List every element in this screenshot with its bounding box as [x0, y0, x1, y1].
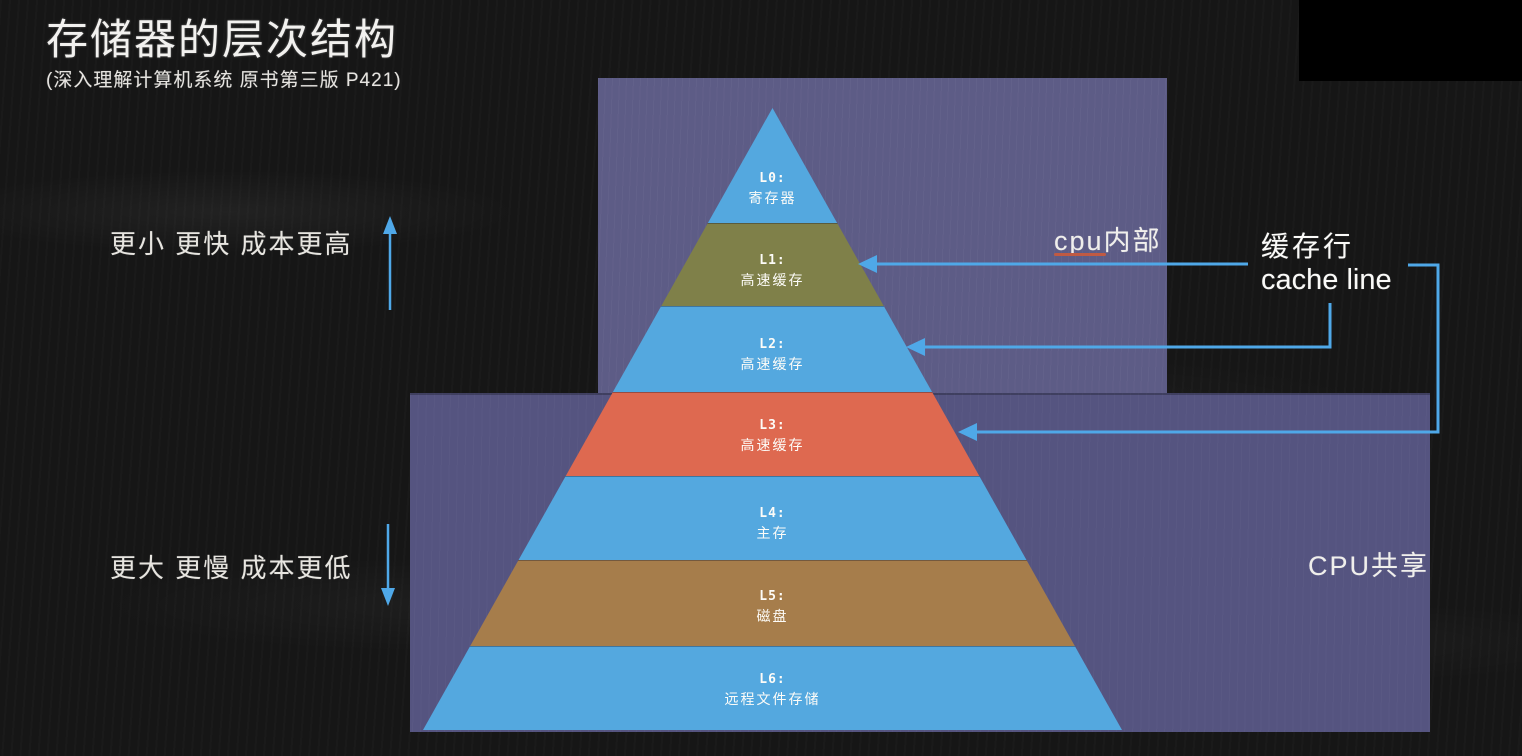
arrow-down-icon — [381, 524, 395, 606]
annotation-cache-line: 缓存行 cache line — [1261, 231, 1392, 298]
level-id: L1: — [759, 253, 786, 268]
level-id: L2: — [759, 337, 786, 352]
black-overlay-rect — [1299, 0, 1522, 81]
level-label: L3: 高速缓存 — [741, 417, 805, 455]
level-label: L1: 高速缓存 — [741, 252, 805, 290]
level-name: 磁盘 — [756, 608, 789, 624]
pyramid-level-l6: L6: 远程文件存储 — [423, 646, 1122, 730]
level-label: L2: 高速缓存 — [741, 336, 805, 374]
level-label: L4: 主存 — [757, 505, 789, 543]
level-id: L3: — [759, 418, 786, 433]
page-subtitle: (深入理解计算机系统 原书第三版 P421) — [46, 70, 402, 91]
cpu-internal-zh: 内部 — [1103, 226, 1162, 256]
level-name: 高速缓存 — [740, 272, 805, 288]
annotation-cpu-internal: cpu内部 — [1054, 219, 1162, 258]
level-label: L5: 磁盘 — [757, 588, 789, 626]
level-name: 高速缓存 — [740, 356, 805, 372]
level-id: L5: — [759, 589, 786, 604]
level-name: 高速缓存 — [740, 437, 805, 453]
level-id: L0: — [759, 171, 786, 186]
level-name: 远程文件存储 — [724, 691, 821, 707]
cache-line-label-en: cache line — [1261, 264, 1392, 296]
level-label: L6: 远程文件存储 — [725, 671, 821, 709]
cpu-internal-latin: cpu — [1054, 226, 1104, 256]
cache-line-label-zh: 缓存行 — [1261, 231, 1355, 262]
level-id: L6: — [759, 672, 786, 687]
level-name: 寄存器 — [748, 190, 797, 206]
annotation-smaller-faster: 更小 更快 成本更高 — [110, 229, 353, 259]
level-id: L4: — [759, 506, 786, 521]
pyramid-level-l5: L5: 磁盘 — [423, 560, 1122, 646]
annotation-bigger-slower: 更大 更慢 成本更低 — [110, 553, 353, 583]
level-label: L0: 寄存器 — [749, 170, 797, 208]
arrow-up-icon — [383, 216, 397, 310]
title-block: 存储器的层次结构 (深入理解计算机系统 原书第三版 P421) — [46, 14, 402, 94]
annotation-cpu-shared: CPU共享 — [1308, 551, 1430, 581]
page-title: 存储器的层次结构 — [46, 16, 399, 63]
level-name: 主存 — [756, 525, 789, 541]
cpu-red-underline — [1054, 253, 1106, 256]
